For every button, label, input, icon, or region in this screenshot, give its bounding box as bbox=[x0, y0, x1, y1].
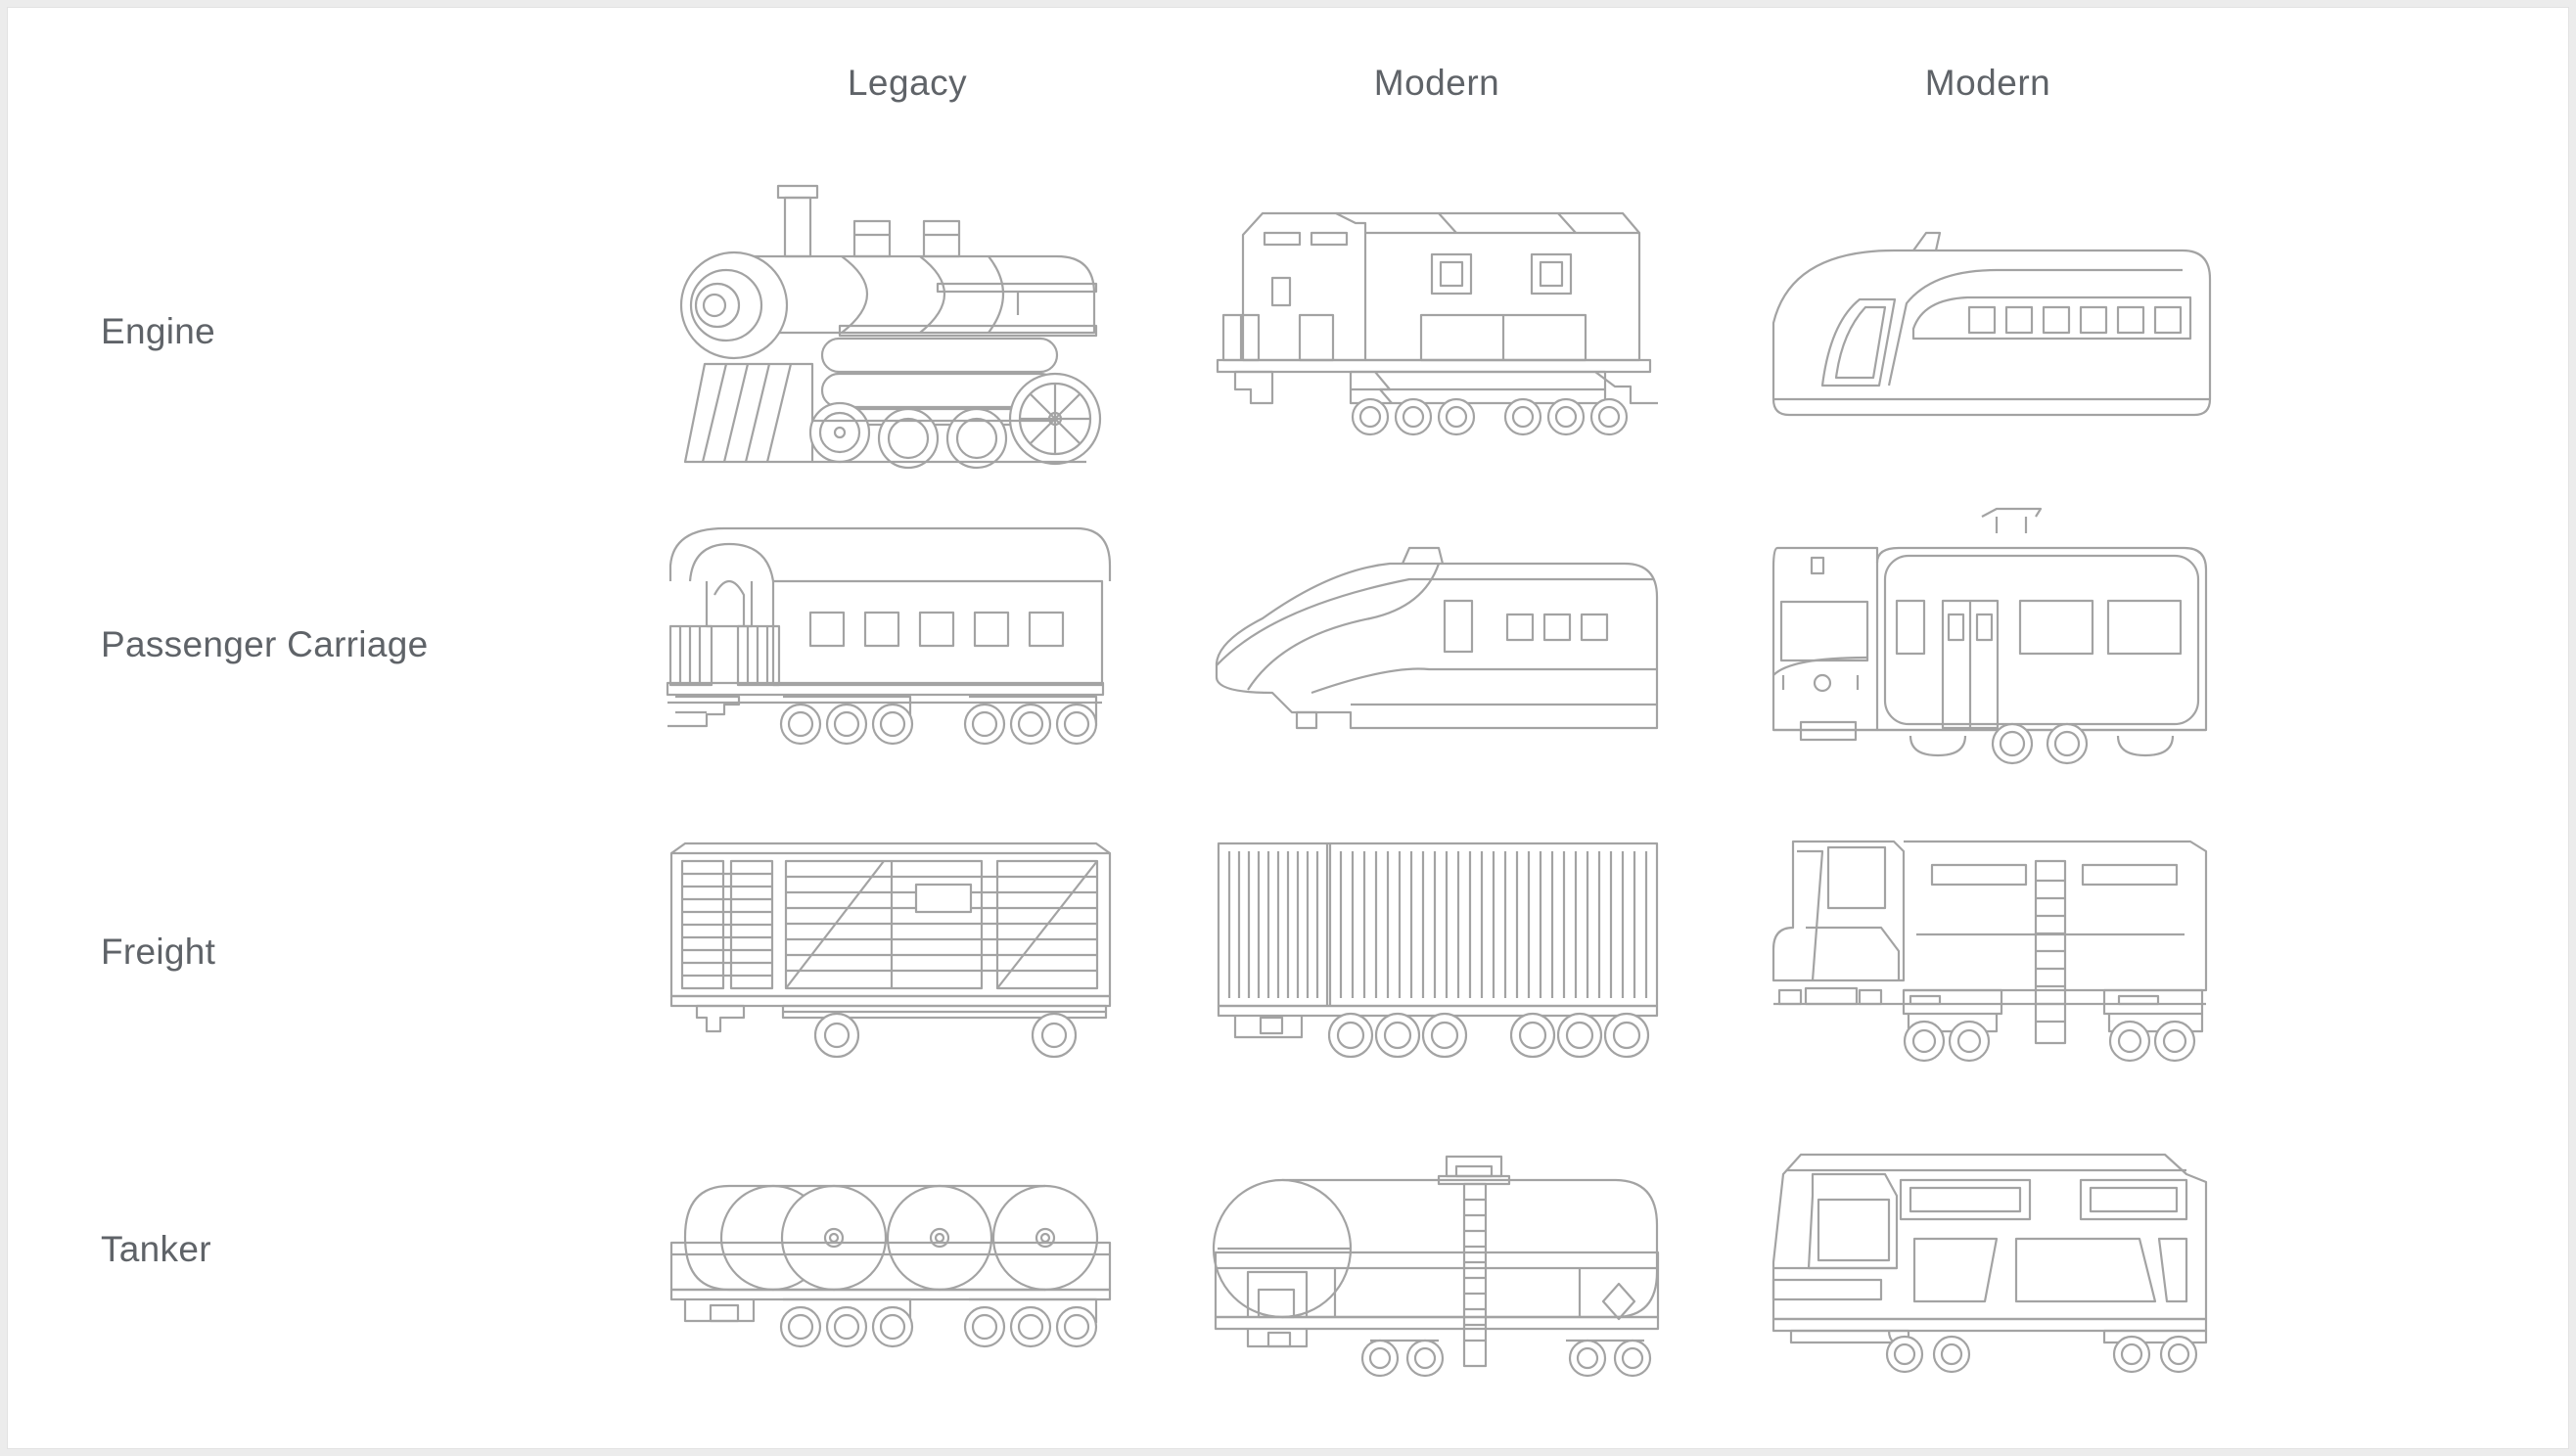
steam-locomotive-illustration bbox=[679, 184, 1102, 470]
commuter-passenger-carriage-illustration bbox=[1771, 507, 2208, 765]
row-label-passenger-carriage: Passenger Carriage bbox=[101, 624, 429, 664]
container-freight-illustration bbox=[1217, 842, 1659, 1059]
row-label-engine: Engine bbox=[101, 311, 216, 351]
bullet-passenger-carriage-illustration bbox=[1215, 546, 1659, 730]
tanker-locomotive-illustration bbox=[1771, 1153, 2208, 1374]
legacy-drum-tanker-illustration bbox=[669, 1184, 1112, 1348]
freight-locomotive-illustration bbox=[1771, 840, 2208, 1063]
high-speed-locomotive-illustration bbox=[1771, 231, 2212, 417]
column-header-modern-1: Modern bbox=[1373, 63, 1500, 103]
column-header-legacy: Legacy bbox=[847, 63, 968, 103]
diesel-locomotive-illustration bbox=[1216, 211, 1658, 436]
cylindrical-tank-car-illustration bbox=[1212, 1155, 1660, 1378]
row-label-tanker: Tanker bbox=[101, 1229, 211, 1269]
legacy-passenger-carriage-illustration bbox=[666, 526, 1112, 746]
row-label-freight: Freight bbox=[101, 932, 216, 972]
column-header-modern-2: Modern bbox=[1924, 63, 2051, 103]
legacy-boxcar-illustration bbox=[669, 842, 1112, 1059]
